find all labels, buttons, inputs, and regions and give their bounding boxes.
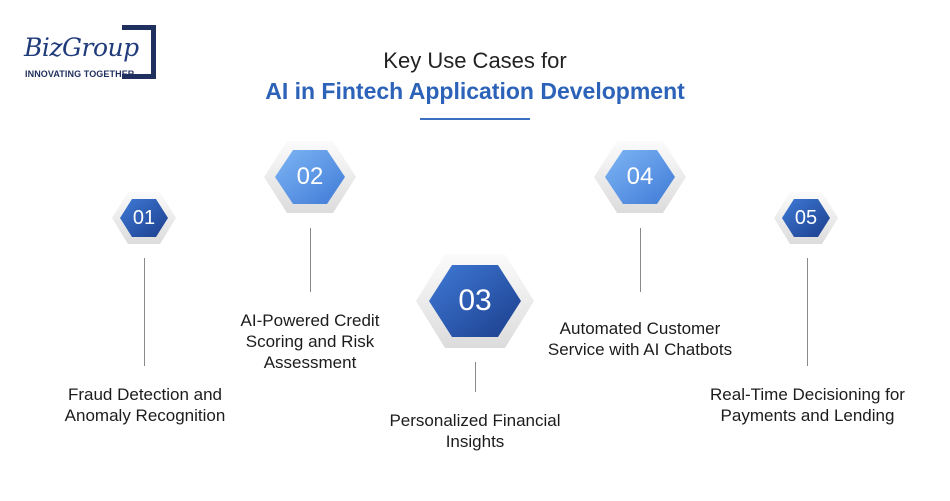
hexagon-05: 05	[772, 190, 840, 246]
label-03-line2: Insights	[445, 432, 505, 451]
hexagon-04: 04	[592, 139, 688, 215]
connector-line-03	[475, 362, 476, 392]
use-case-number-01: 01	[132, 206, 156, 229]
bizgroup-logo: BizGroup INNOVATING TOGETHER	[22, 25, 158, 85]
connector-line-05	[807, 258, 808, 366]
page-title-line2: AI in Fintech Application Development	[265, 78, 685, 104]
logo-name: BizGroup	[24, 33, 139, 62]
label-05-line1: Real-Time Decisioning for	[710, 385, 905, 404]
use-case-label-02: AI-Powered Credit Scoring and Risk Asses…	[200, 310, 420, 373]
label-01-line2: Anomaly Recognition	[64, 406, 226, 425]
label-01-line1: Fraud Detection and	[67, 385, 223, 404]
label-02-line1: AI-Powered Credit	[240, 311, 380, 330]
use-case-number-02: 02	[296, 163, 324, 190]
title-underline	[420, 118, 530, 120]
logo-frame	[122, 25, 156, 79]
hexagon-03: 03	[414, 252, 536, 350]
use-case-number-04: 04	[626, 163, 654, 190]
use-case-label-01: Fraud Detection and Anomaly Recognition	[20, 384, 270, 426]
use-case-label-03: Personalized Financial Insights	[340, 410, 610, 452]
connector-line-04	[640, 228, 641, 292]
hexagon-02: 02	[262, 139, 358, 215]
label-04-line2: Service with AI Chatbots	[547, 340, 733, 359]
label-04-line1: Automated Customer	[559, 319, 721, 338]
use-case-label-04: Automated Customer Service with AI Chatb…	[515, 318, 765, 360]
label-02-line2: Scoring and Risk	[245, 332, 375, 351]
hexagon-01: 01	[110, 190, 178, 246]
connector-line-01	[144, 258, 145, 366]
connector-line-02	[310, 228, 311, 292]
use-case-label-05: Real-Time Decisioning for Payments and L…	[675, 384, 940, 426]
label-03-line1: Personalized Financial	[389, 411, 561, 430]
logo-tagline: INNOVATING TOGETHER	[25, 69, 135, 79]
use-case-number-05: 05	[794, 206, 818, 229]
label-05-line2: Payments and Lending	[720, 406, 895, 425]
label-02-line3: Assessment	[263, 353, 357, 372]
use-case-number-03: 03	[458, 284, 492, 317]
page-title-line1: Key Use Cases for	[383, 48, 567, 73]
